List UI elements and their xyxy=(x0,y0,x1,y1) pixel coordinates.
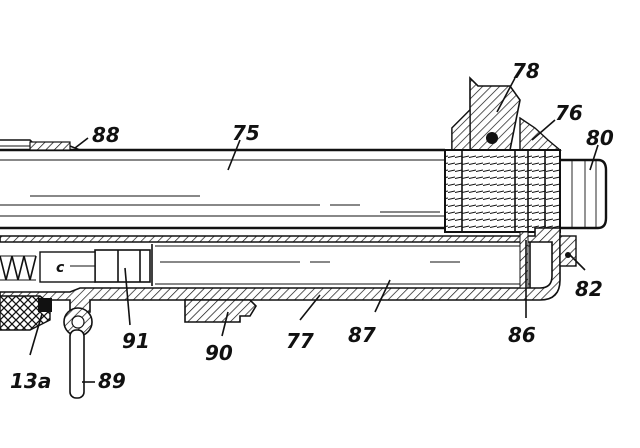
label-80: 80 xyxy=(586,126,614,150)
label-c: c xyxy=(56,260,65,276)
lug xyxy=(184,299,258,323)
label-90: 90 xyxy=(205,341,233,365)
label-86: 86 xyxy=(508,323,536,347)
label-89: 89 xyxy=(98,369,126,393)
magazine-tube xyxy=(0,227,561,313)
label-77: 77 xyxy=(286,329,314,353)
label-91: 91 xyxy=(122,329,150,353)
swivel xyxy=(63,307,93,399)
grip xyxy=(0,295,52,331)
reference-labels: 78 88 75 76 80 82 86 87 77 90 91 89 13a … xyxy=(10,59,614,393)
upper-fitting xyxy=(0,139,81,151)
front-sight xyxy=(451,76,521,151)
end-cap xyxy=(559,235,577,267)
barrel xyxy=(0,148,445,230)
spring xyxy=(0,251,96,283)
label-88: 88 xyxy=(92,123,120,147)
muzzle xyxy=(560,158,608,230)
leader-lines xyxy=(29,77,599,383)
label-13a: 13a xyxy=(10,369,51,393)
label-78: 78 xyxy=(512,59,540,83)
threaded-collar xyxy=(444,149,561,233)
label-75: 75 xyxy=(232,121,260,145)
follower xyxy=(94,249,151,283)
label-87: 87 xyxy=(348,323,376,347)
label-82: 82 xyxy=(575,277,603,301)
label-76: 76 xyxy=(555,101,583,125)
